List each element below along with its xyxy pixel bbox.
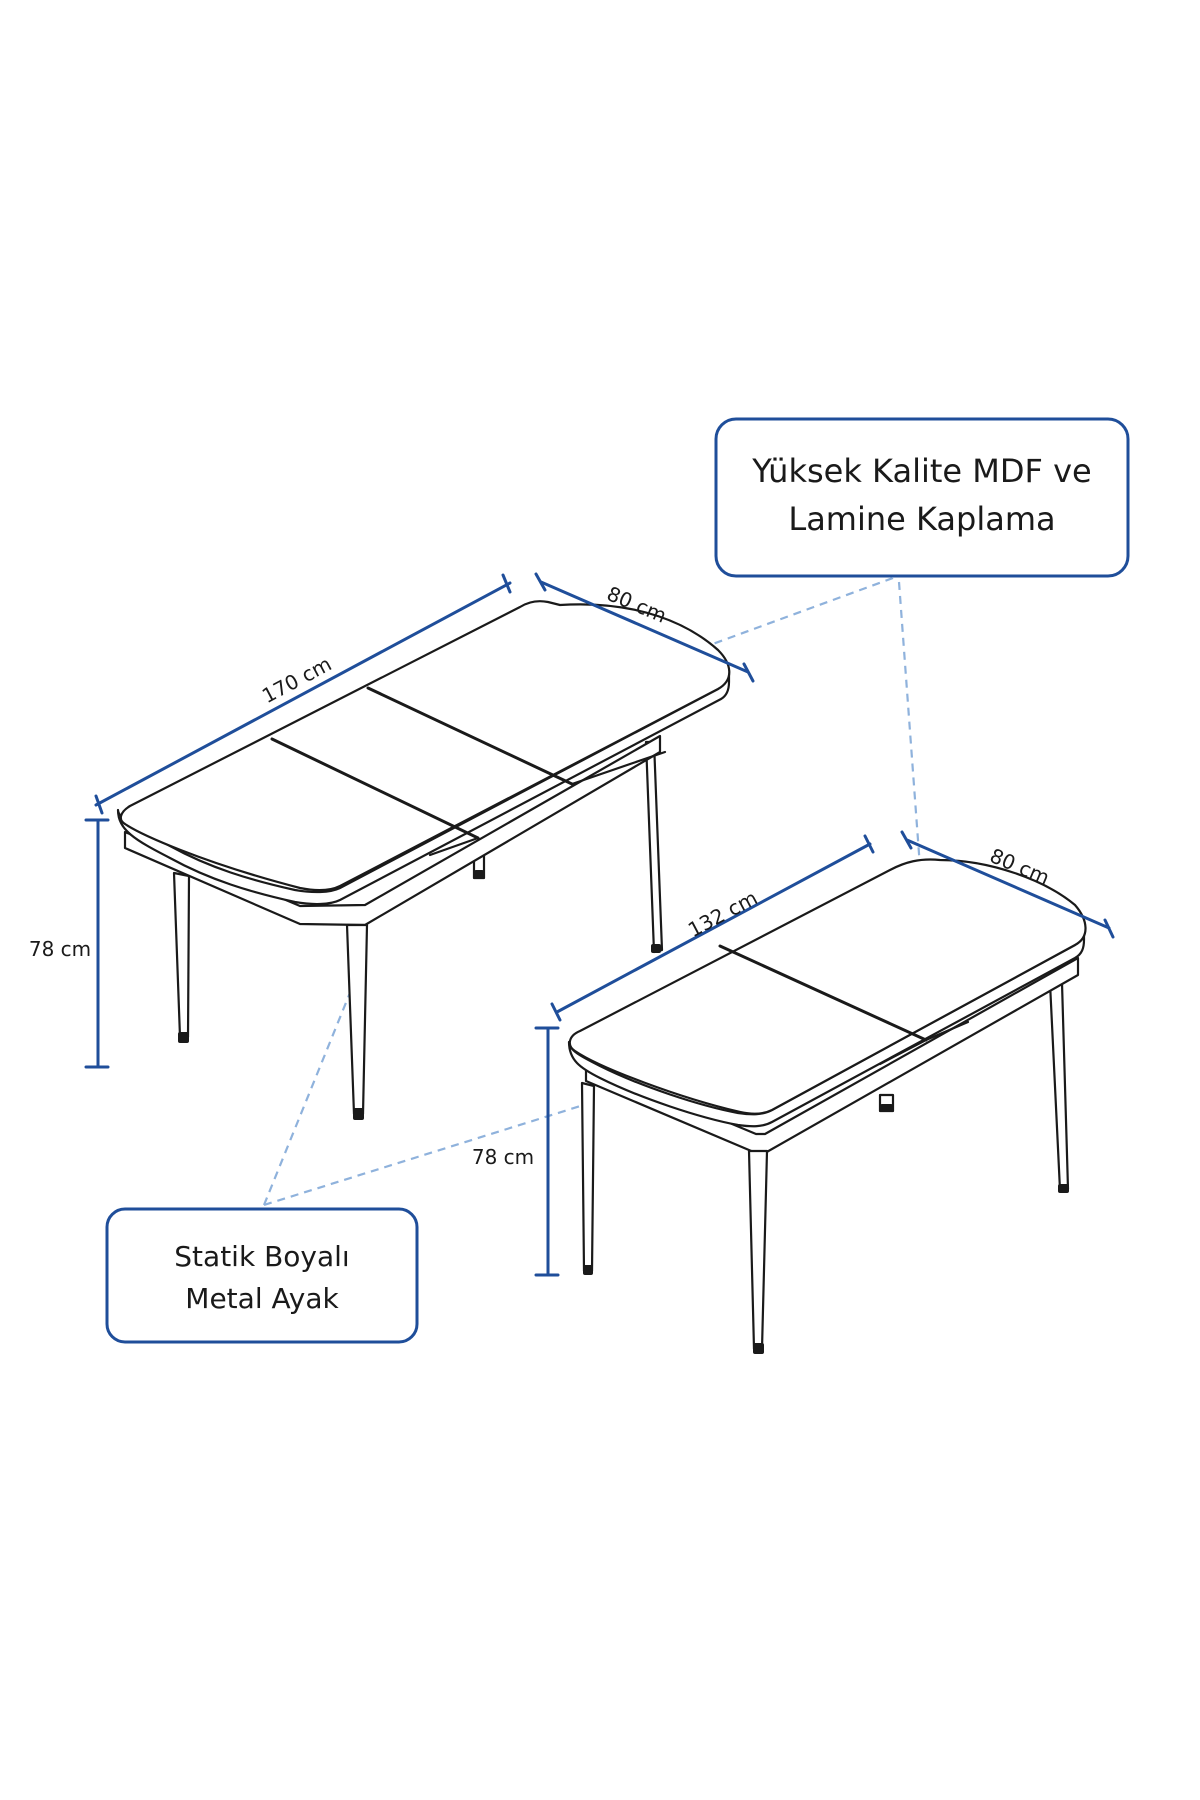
extended-length-label: 170 cm: [258, 652, 336, 708]
extended-table: [116, 600, 731, 1120]
legs-callout-box: [105, 1207, 419, 1344]
closed-near-legs: [580, 1081, 769, 1354]
extended-near-legs: [172, 871, 369, 1120]
material-callout: Yüksek Kalite MDF ve Lamine Kaplama: [714, 417, 1130, 578]
legs-callout: Statik Boyalı Metal Ayak: [105, 1207, 419, 1344]
extended-seams: [270, 686, 574, 840]
legs-leaders: [262, 972, 591, 1207]
material-callout-line2: Lamine Kaplama: [788, 500, 1055, 538]
closed-table: [567, 858, 1087, 1354]
closed-length-label: 132 cm: [684, 886, 762, 942]
extended-top-surface: [119, 600, 731, 892]
legs-callout-line1: Statik Boyalı: [174, 1240, 349, 1273]
extended-height-label: 78 cm: [29, 937, 91, 961]
closed-top-surface: [568, 858, 1087, 1115]
extended-apron: [123, 734, 662, 927]
material-callout-box: [714, 417, 1130, 578]
legs-callout-line2: Metal Ayak: [185, 1282, 339, 1315]
material-callout-line1: Yüksek Kalite MDF ve: [751, 452, 1091, 490]
closed-apron: [584, 956, 1080, 1155]
closed-seam: [718, 944, 928, 1042]
closed-height-label: 78 cm: [472, 1145, 534, 1169]
